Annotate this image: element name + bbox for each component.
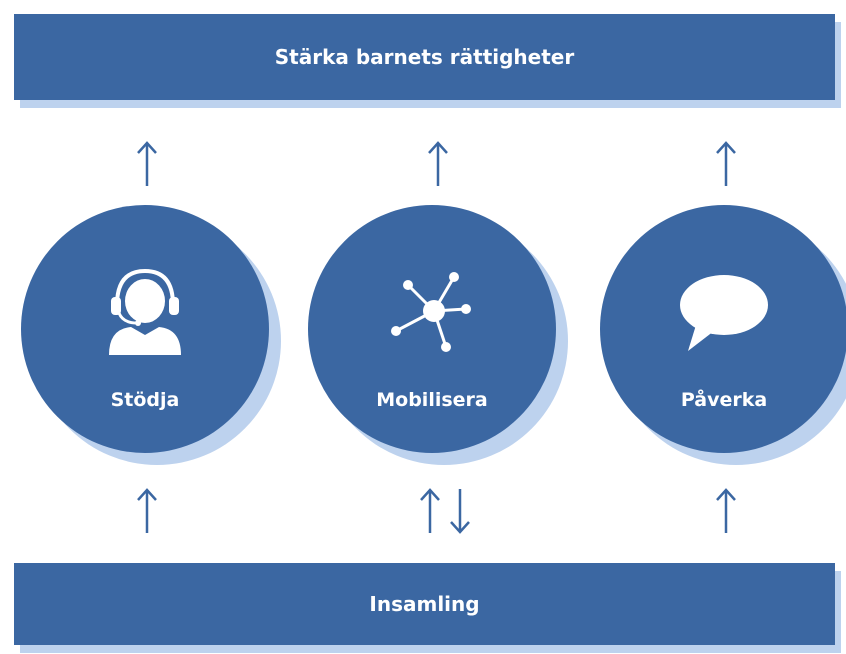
down-arrow-icon	[450, 489, 470, 534]
bottom-banner-label: Insamling	[369, 592, 480, 616]
node-label: Påverka	[680, 389, 768, 411]
up-arrow-icon	[137, 488, 157, 533]
top-banner: Stärka barnets rättigheter	[14, 14, 835, 100]
node-mobilisera: Mobilisera	[308, 205, 568, 465]
top-banner-label: Stärka barnets rättigheter	[274, 45, 575, 69]
node-paverka: Påverka	[600, 205, 846, 465]
up-arrow-icon	[428, 141, 448, 186]
headset-user-icon	[109, 268, 181, 355]
up-arrow-icon	[716, 488, 736, 533]
node-label: Mobilisera	[376, 389, 488, 411]
node-circle: Påverka	[600, 205, 846, 453]
speech-bubble-icon	[680, 275, 768, 351]
node-circle: Mobilisera	[308, 205, 556, 453]
node-label: Stödja	[110, 389, 180, 411]
network-hub-icon	[391, 272, 471, 352]
node-circle: Stödja	[21, 205, 269, 453]
node-stodja: Stödja	[21, 205, 281, 465]
up-arrow-icon	[137, 141, 157, 186]
bottom-banner: Insamling	[14, 563, 835, 645]
up-arrow-icon	[716, 141, 736, 186]
up-arrow-icon	[420, 488, 440, 533]
